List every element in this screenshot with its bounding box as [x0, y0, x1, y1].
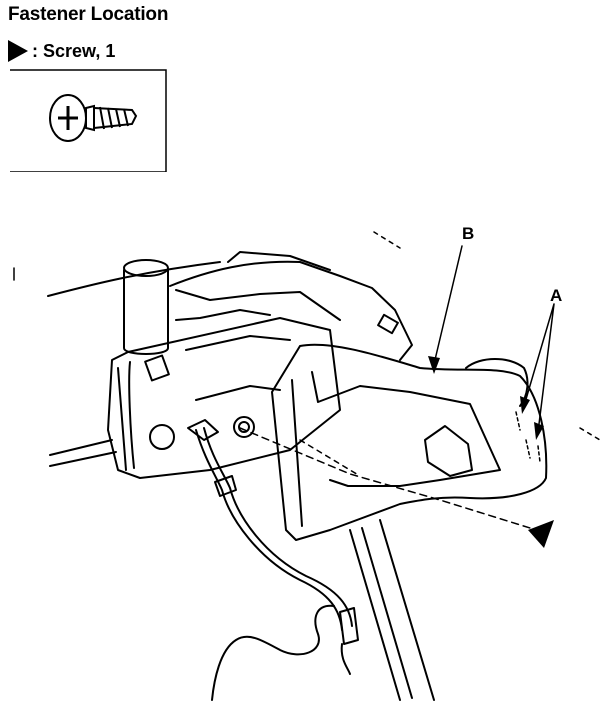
mount-hole — [149, 424, 175, 450]
wire-harness — [195, 429, 343, 631]
mirror-inner-cover — [271, 343, 548, 541]
frame-upper-edge — [47, 261, 221, 297]
leader-b — [433, 245, 463, 365]
fastener-legend: : Screw, 1 — [8, 40, 115, 62]
door-pillar — [349, 519, 435, 701]
mirror-body-top — [169, 260, 413, 361]
callout-a: A — [550, 286, 563, 305]
leader-a — [523, 303, 555, 433]
cylinder-knob — [123, 259, 169, 355]
screw-legend-box — [10, 69, 167, 172]
legend-label: : Screw, 1 — [32, 40, 116, 61]
arrowhead-b — [428, 356, 440, 374]
frame-lower-edge — [49, 439, 117, 467]
arrowhead-a2 — [534, 422, 544, 440]
arrowhead-a1 — [520, 396, 530, 414]
callout-b: B — [462, 224, 475, 243]
screw-leader — [239, 427, 531, 529]
page-title: Fastener Location — [8, 4, 169, 25]
triangle-pointer-icon — [8, 40, 28, 62]
pan-head-screw-icon — [49, 94, 138, 142]
mirror-base — [107, 317, 341, 479]
screw-pointer-icon — [528, 520, 554, 548]
